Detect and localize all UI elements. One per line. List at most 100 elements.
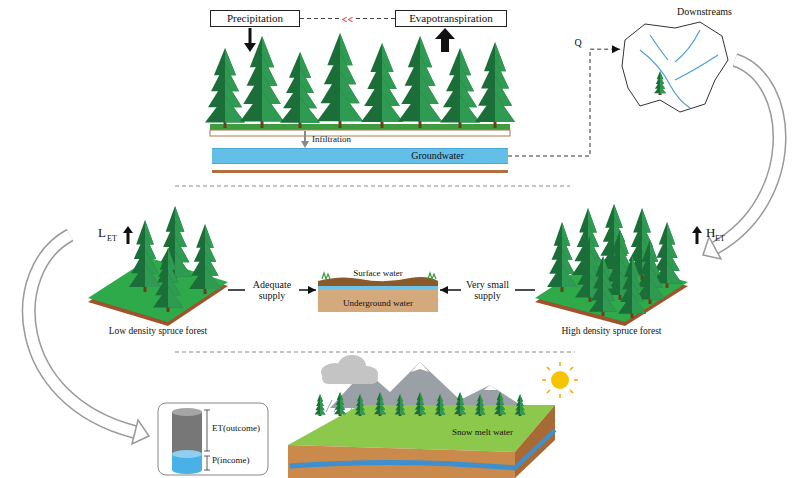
spruce-tree — [547, 222, 577, 292]
tree-tier-light — [175, 252, 192, 277]
precipitation-arrow — [249, 28, 252, 44]
node-text: Precipitation — [227, 12, 283, 25]
symbol-label: L — [98, 226, 106, 240]
cylinder-body — [172, 412, 202, 454]
tree-tier-light — [320, 407, 326, 414]
tree-trunk — [399, 414, 402, 416]
tree-trunk — [439, 414, 442, 416]
spruce-tree — [454, 392, 466, 416]
spruce-tree — [618, 256, 646, 318]
edge-label: << — [341, 13, 354, 24]
tree-tier-light — [400, 407, 406, 414]
tree-trunk — [631, 313, 634, 318]
spruce-tree — [475, 42, 515, 128]
evapotranspiration-arrow-head — [435, 28, 455, 39]
spruce-tree — [205, 48, 245, 128]
tree-trunk — [204, 288, 207, 294]
flow-arrow — [715, 60, 780, 248]
ground-front — [288, 445, 515, 478]
mountains — [330, 362, 525, 408]
sun — [551, 371, 569, 389]
tree-trunk — [649, 299, 652, 304]
bedrock-line — [212, 170, 508, 173]
tree-trunk — [359, 414, 362, 416]
edge-label: Adequate supply — [245, 279, 299, 301]
tree-tier-light — [603, 292, 617, 312]
tree-trunk — [339, 120, 342, 128]
sun-rays — [542, 362, 578, 398]
tree-trunk — [167, 307, 170, 312]
tree-tier-light — [340, 406, 346, 414]
spruce-tree — [129, 220, 161, 292]
spruce-tree — [334, 392, 346, 416]
tree-tier-light — [420, 406, 426, 414]
node-text: Groundwater — [411, 150, 464, 162]
node-text: Surface water — [353, 268, 403, 278]
catchment-map — [622, 22, 728, 112]
spruce-tree — [240, 36, 284, 128]
spruce-tree — [189, 224, 221, 294]
soil-block: Surface waterUnderground water — [316, 268, 440, 312]
tree-tier-light — [520, 407, 526, 414]
tree-tier-light — [225, 96, 245, 122]
spruce-tree — [317, 33, 363, 128]
soil-body — [318, 289, 438, 312]
tree-tier — [129, 263, 161, 287]
flow-arrow-head — [132, 420, 149, 444]
infiltration-arrow — [304, 131, 306, 142]
bracket — [204, 410, 210, 470]
tree-tier-light — [460, 96, 480, 122]
tree-tier-light — [168, 286, 183, 307]
balance-label: P(income) — [212, 456, 250, 466]
river — [675, 30, 700, 62]
spruce-tree — [158, 206, 192, 282]
tree-tier-light — [262, 91, 284, 121]
spruce-tree — [398, 36, 442, 128]
cylinder-water-top — [172, 450, 202, 458]
tree-tier — [355, 407, 366, 414]
tree-tier-light — [660, 85, 666, 93]
infiltration-arrow-head — [301, 141, 309, 148]
tree-tier — [315, 407, 326, 414]
tree-trunk — [381, 121, 384, 128]
tree-trunk — [419, 121, 422, 128]
snow-melt-stream — [515, 430, 555, 468]
cloud — [322, 372, 378, 384]
tree-tier-light — [145, 263, 161, 287]
ground-side — [515, 405, 555, 478]
snow-cap — [411, 362, 429, 372]
flow-arrow — [715, 60, 780, 248]
tree-tier-light — [500, 406, 506, 414]
ground-top — [288, 405, 555, 452]
tree-tier — [475, 94, 515, 122]
river — [650, 35, 668, 60]
tree-tier-light — [480, 407, 486, 414]
tree-trunk — [459, 122, 462, 128]
precipitation-arrow-head — [244, 43, 256, 52]
separator — [175, 352, 575, 353]
tree-tier-light — [205, 266, 221, 289]
node-text: Downstreams — [677, 6, 732, 18]
forest-plate: High density spruce forest — [535, 258, 688, 322]
spruce-tree — [589, 256, 617, 316]
water-layer — [318, 286, 438, 289]
tree-trunk — [319, 414, 322, 416]
soil-outline — [210, 130, 510, 136]
spruce-tree — [361, 43, 403, 128]
tree-tier-light — [360, 407, 366, 414]
tree-tier — [395, 407, 406, 414]
tree-trunk — [499, 414, 502, 416]
tree-tier-light — [300, 98, 320, 123]
tree-tier-light — [382, 94, 403, 122]
spruce-tree — [395, 394, 406, 416]
spruce-tree — [494, 392, 506, 416]
tree-trunk — [619, 294, 622, 300]
spruce-tree — [440, 48, 480, 128]
tree-trunk — [666, 283, 669, 288]
process-label: Snow melt water — [452, 428, 513, 438]
tree-tier — [153, 286, 183, 307]
spruce-tree — [374, 392, 386, 416]
tree-tier-light — [667, 262, 682, 284]
